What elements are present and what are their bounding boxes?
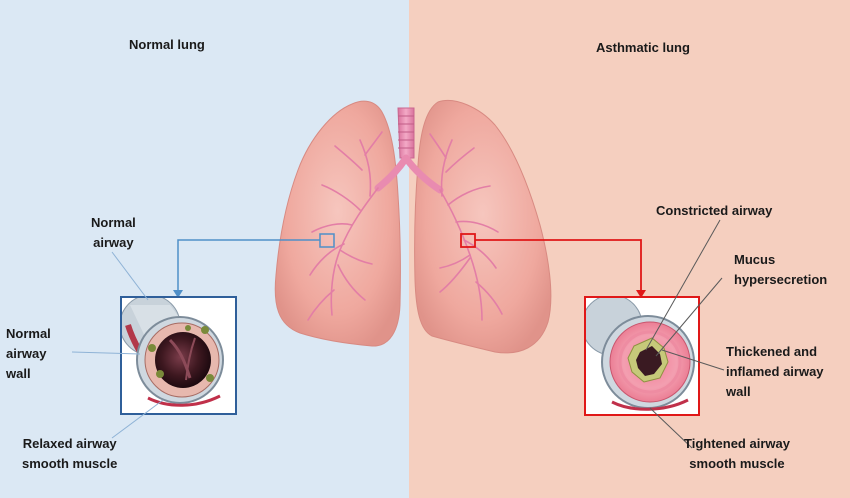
trachea-rings — [398, 115, 414, 149]
normal-connector-arrowhead — [173, 290, 183, 298]
asthmatic-lung-title: Asthmatic lung — [596, 40, 690, 55]
normal-pointer-lines — [71, 251, 164, 439]
trachea — [397, 107, 415, 159]
label-normal-airway: Normal airway — [91, 215, 136, 250]
label-normal-airway-wall: Normal airway wall — [6, 326, 51, 381]
label-constricted-airway: Constricted airway — [656, 203, 773, 218]
asthmatic-connector-arrowhead — [636, 290, 646, 298]
normal-airway-inset — [120, 296, 237, 415]
right-lung — [414, 100, 552, 354]
left-bronchial-tree — [307, 131, 383, 321]
normal-connector-line — [177, 239, 320, 292]
normal-lung-title: Normal lung — [129, 37, 205, 52]
asthmatic-connector-line — [475, 239, 642, 292]
right-bronchial-tree — [429, 133, 503, 321]
asthmatic-pointer-lines — [645, 219, 725, 449]
main-bronchi — [374, 154, 444, 194]
label-tightened-airway-smooth-muscle: Tightened airway smooth muscle — [684, 436, 790, 471]
asthmatic-airway-inset — [584, 296, 700, 416]
label-thickened-inflamed-airway-wall: Thickened and inflamed airway wall — [726, 344, 824, 399]
label-mucus-hypersecretion: Mucus hypersecretion — [734, 252, 828, 287]
label-relaxed-airway-smooth-muscle: Relaxed airway smooth muscle — [22, 436, 118, 471]
